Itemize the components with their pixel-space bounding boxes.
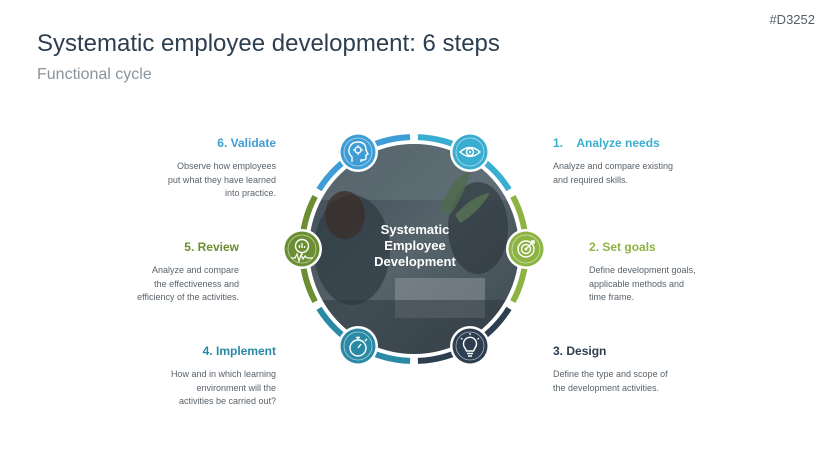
step-label: Set goals xyxy=(602,240,656,254)
step-implement: 4. Implement How and in which learning e… xyxy=(116,344,276,409)
step-title: 3. Design xyxy=(553,344,713,358)
desc-line: applicable methods and xyxy=(589,278,685,289)
step-label: Analyze needs xyxy=(576,136,660,150)
eye-icon xyxy=(458,146,482,158)
step-number: 6. xyxy=(217,136,228,150)
desc-line: the development activities. xyxy=(553,382,660,393)
node-circle xyxy=(284,231,320,267)
step-title: 1. Analyze needs xyxy=(553,136,713,150)
step-node-4 xyxy=(338,326,378,366)
step-description: How and in which learning environment wi… xyxy=(116,368,276,409)
step-description: Define the type and scope of the develop… xyxy=(553,368,713,395)
target-icon xyxy=(517,240,535,258)
step-node-6 xyxy=(338,132,378,172)
step-number: 3. xyxy=(553,344,564,358)
desc-line: Analyze and compare xyxy=(151,265,239,275)
step-number: 4. xyxy=(202,344,213,358)
desc-line: into practice. xyxy=(224,188,276,198)
magnifier-chart-icon xyxy=(291,238,313,264)
step-number: 1. xyxy=(553,136,564,150)
node-circle xyxy=(452,328,488,364)
page-title: Systematic employee development: 6 steps xyxy=(37,30,500,57)
lightbulb-icon xyxy=(460,333,480,357)
step-title: 6. Validate xyxy=(116,136,276,150)
head-gear-icon xyxy=(348,141,369,162)
desc-line: and required skills. xyxy=(553,174,629,185)
center-line-2: Employee xyxy=(384,238,446,253)
desc-line: Define development goals, xyxy=(589,265,696,275)
step-label: Review xyxy=(197,240,239,254)
step-description: Analyze and compare existing and require… xyxy=(553,160,713,187)
step-node-5 xyxy=(282,229,322,269)
step-design: 3. Design Define the type and scope of t… xyxy=(553,344,713,395)
step-set-goals: 2. Set goals Define development goals, a… xyxy=(589,240,749,305)
page-subtitle: Functional cycle xyxy=(37,66,152,83)
center-line-1: Systematic xyxy=(380,222,450,237)
desc-line: activities be carried out? xyxy=(178,396,276,406)
step-nodes xyxy=(282,132,546,366)
desc-line: How and in which learning xyxy=(170,369,276,379)
step-description: Observe how employees put what they have… xyxy=(116,160,276,201)
node-circle xyxy=(340,328,376,364)
desc-line: efficiency of the activities. xyxy=(137,292,239,302)
step-validate: 6. Validate Observe how employees put wh… xyxy=(116,136,276,201)
step-label: Validate xyxy=(230,136,276,150)
desc-line: environment will the xyxy=(196,382,276,393)
step-review: 5. Review Analyze and compare the effect… xyxy=(79,240,239,305)
step-analyze-needs: 1. Analyze needs Analyze and compare exi… xyxy=(553,136,713,187)
step-description: Analyze and compare the effectiveness an… xyxy=(79,264,239,305)
step-node-3 xyxy=(450,326,490,366)
desc-line: time frame. xyxy=(589,292,635,302)
desc-line: the effectiveness and xyxy=(154,278,239,289)
step-label: Design xyxy=(566,344,607,358)
desc-line: put what they have learned xyxy=(167,174,276,185)
step-label: Implement xyxy=(215,344,276,358)
center-label: Systematic Employee Development xyxy=(357,222,473,270)
step-node-1 xyxy=(450,132,490,172)
center-line-3: Development xyxy=(374,254,456,269)
step-description: Define development goals, applicable met… xyxy=(589,264,749,305)
desc-line: Define the type and scope of xyxy=(553,369,668,379)
step-title: 4. Implement xyxy=(116,344,276,358)
step-number: 5. xyxy=(184,240,195,254)
step-title: 5. Review xyxy=(79,240,239,254)
step-number: 2. xyxy=(589,240,600,254)
node-circle xyxy=(340,134,376,170)
desc-line: Analyze and compare existing xyxy=(553,161,674,171)
slide-id: #D3252 xyxy=(769,12,815,27)
stopwatch-icon xyxy=(349,336,368,357)
step-node-2 xyxy=(506,229,546,269)
step-title: 2. Set goals xyxy=(589,240,749,254)
desc-line: Observe how employees xyxy=(176,161,276,171)
